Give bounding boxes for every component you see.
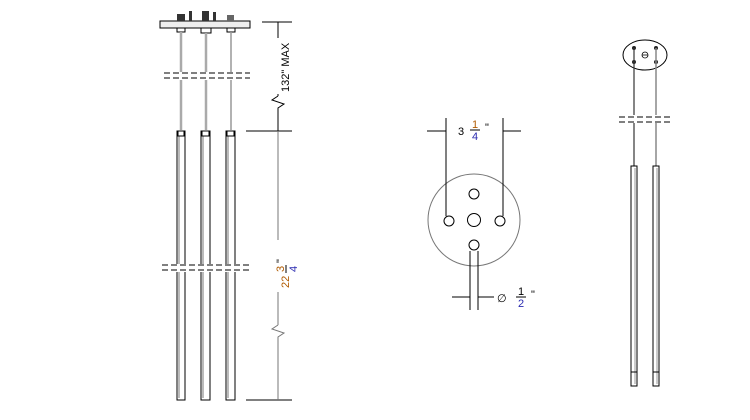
canopy-plate <box>159 20 251 29</box>
suspension-cables <box>179 32 232 130</box>
tube-length-numerator: 3 <box>275 266 287 272</box>
spacing-unit: " <box>485 122 489 134</box>
spacing-numerator: 1 <box>472 119 478 131</box>
diameter-unit: " <box>531 289 535 301</box>
spacing-label: 3 1 4 " <box>458 119 489 143</box>
front-view: 132" MAX 22 3 4 " <box>159 11 300 401</box>
cable-diameter-label: ∅ 1 2 " <box>497 286 535 310</box>
overall-length-label: 132" MAX <box>280 42 292 92</box>
canopy-view: 3 1 4 " ∅ 1 2 " <box>427 118 535 310</box>
spacing-whole: 3 <box>458 126 464 138</box>
canopy-hardware <box>176 11 236 34</box>
tube-break <box>162 264 250 272</box>
tube-length-whole: 22 <box>280 276 292 288</box>
diameter-numerator: 1 <box>518 286 524 298</box>
diameter-symbol: ∅ <box>497 293 507 305</box>
tube-length-unit: " <box>275 259 287 263</box>
cable-break <box>164 72 250 80</box>
diameter-denominator: 2 <box>518 298 524 310</box>
tube-length-denominator: 4 <box>288 266 300 272</box>
canopy-studs <box>632 46 658 64</box>
perspective-view <box>618 39 672 387</box>
canopy-outline <box>427 173 521 267</box>
spacing-denominator: 4 <box>472 131 478 143</box>
canopy-holes <box>443 188 506 251</box>
tube-length-label: 22 3 4 " <box>275 259 300 288</box>
dimension-lines <box>246 21 292 401</box>
